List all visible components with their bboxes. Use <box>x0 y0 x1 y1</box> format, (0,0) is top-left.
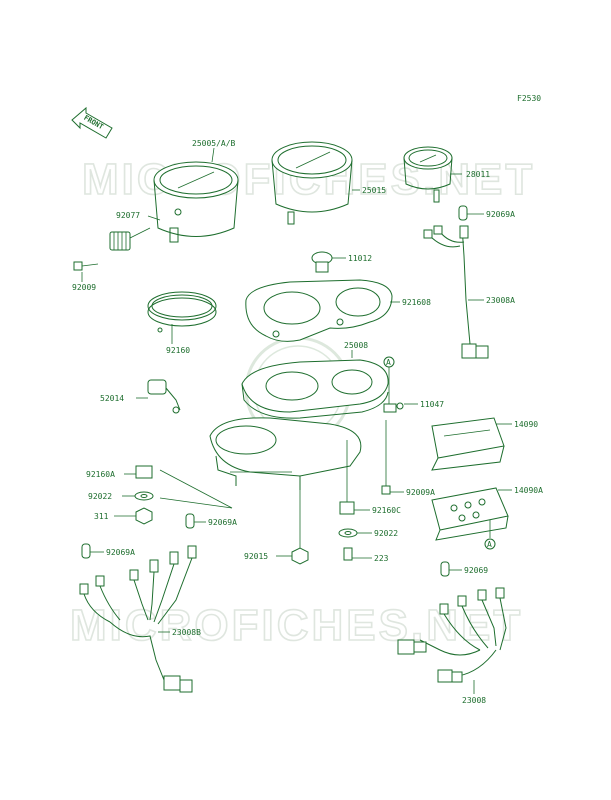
label-28011: 28011 <box>466 170 490 179</box>
bracket-52014 <box>147 379 181 414</box>
harness-23008a <box>423 225 489 359</box>
label-92077: 92077 <box>116 211 140 220</box>
bulb-92069a-right <box>458 205 484 221</box>
lower-bracket <box>209 417 362 490</box>
speedometer-25005 <box>153 161 239 243</box>
grommet-92160a <box>135 465 153 479</box>
label-92069: 92069 <box>464 566 488 575</box>
label-92160c: 92160C <box>372 506 401 515</box>
label-11047: 11047 <box>420 400 444 409</box>
label-23008a: 23008A <box>486 296 515 305</box>
meter-14090a <box>431 487 509 541</box>
ring-92160 <box>147 291 217 333</box>
label-25008: 25008 <box>344 341 368 350</box>
label-311: 311 <box>94 512 109 521</box>
label-92160a: 92160A <box>86 470 115 479</box>
case-25008 <box>241 359 389 419</box>
label-25015: 25015 <box>362 186 386 195</box>
washer-92022-center <box>338 528 358 538</box>
label-92022-left: 92022 <box>88 492 112 501</box>
label-92009: 92009 <box>72 283 96 292</box>
nut-311 <box>135 507 153 525</box>
harness-23008 <box>397 587 507 683</box>
label-11012: 11012 <box>348 254 372 263</box>
label-92069a-left: 92069A <box>106 548 135 557</box>
callout-a-bottom-label: A <box>487 540 492 549</box>
callout-a-top-label: A <box>386 358 391 367</box>
grommet-92160c <box>339 440 355 515</box>
washer-92022-left <box>134 491 154 501</box>
label-23008: 23008 <box>462 696 486 705</box>
label-52014: 52014 <box>100 394 124 403</box>
nut-92015 <box>291 490 309 565</box>
label-14090: 14090 <box>514 420 538 429</box>
harness-23008b <box>79 545 197 693</box>
cover-921608 <box>245 279 393 342</box>
screw-223 <box>343 547 353 561</box>
label-92022-center: 92022 <box>374 529 398 538</box>
meter-14090 <box>431 417 505 471</box>
label-92015: 92015 <box>244 552 268 561</box>
gauge-28011 <box>403 146 453 203</box>
tachometer-25015 <box>271 141 353 225</box>
label-23008b: 23008B <box>172 628 201 637</box>
callout-a-bottom: A <box>484 520 496 550</box>
figure-code: F2530 <box>517 94 541 103</box>
label-92069a-center: 92069A <box>208 518 237 527</box>
label-92160: 92160 <box>166 346 190 355</box>
label-921608: 921608 <box>402 298 431 307</box>
front-arrow-icon: FRONT <box>71 106 113 139</box>
watermark-bottom: MICROFICHES.NET <box>70 601 523 650</box>
gear-92077 <box>109 227 151 251</box>
label-14090a: 14090A <box>514 486 543 495</box>
label-92009a: 92009A <box>406 488 435 497</box>
clamp-11047 <box>383 402 404 413</box>
label-92069a-right: 92069A <box>486 210 515 219</box>
screw-92009 <box>73 261 99 271</box>
bulb-92069a-left <box>81 543 91 559</box>
label-25005: 25005/A/B <box>192 139 236 148</box>
screw-92009a <box>381 420 391 495</box>
bulb-92069a-center <box>185 513 195 529</box>
callout-a-top: A <box>383 356 395 404</box>
label-223: 223 <box>374 554 389 563</box>
bulb-92069 <box>440 561 450 577</box>
